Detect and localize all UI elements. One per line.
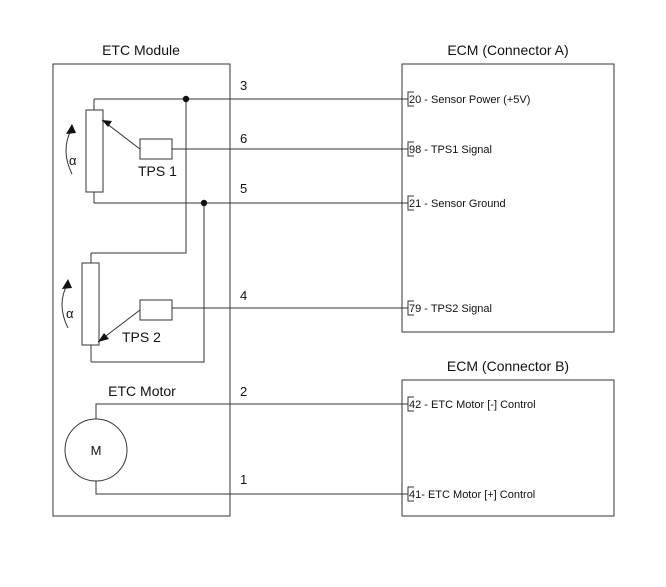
tps1-label: TPS 1 [138, 163, 177, 179]
pin-bracket-79 [407, 300, 414, 316]
pin-bracket-42 [407, 396, 414, 412]
tps2-wiper-arrowhead [98, 333, 109, 342]
tps1-rotation-arrowhead [66, 124, 76, 134]
ecm-connector-a-box [401, 63, 615, 333]
wire-label-1: 1 [240, 472, 247, 487]
tps1-resistor [85, 109, 104, 193]
wire-label-3: 3 [240, 78, 247, 93]
tps1-sensor-box [139, 138, 173, 160]
tps1-angle-symbol: α [69, 153, 77, 168]
wire-label-6: 6 [240, 131, 247, 146]
pin-label-41: 41- ETC Motor [+] Control [409, 489, 535, 501]
pin-bracket-20 [407, 91, 414, 107]
etc-module-box [52, 63, 231, 517]
wire-label-5: 5 [240, 181, 247, 196]
wire-label-2: 2 [240, 384, 247, 399]
tps2-sensor-box [139, 299, 173, 321]
pin-bracket-21 [407, 195, 414, 211]
pin-label-98: 98 - TPS1 Signal [409, 144, 492, 156]
tps1-wiper-arrowhead [102, 120, 112, 127]
pin-bracket-41 [407, 486, 414, 502]
etc-motor-title: ETC Motor [108, 383, 176, 399]
pin-label-79: 79 - TPS2 Signal [409, 303, 492, 315]
pin-bracket-98 [407, 141, 414, 157]
etc-motor-symbol: M [91, 443, 102, 458]
pin-label-42: 42 - ETC Motor [-] Control [409, 399, 536, 411]
pin-label-20: 20 - Sensor Power (+5V) [409, 94, 530, 106]
wire-1-motor-positive [95, 481, 408, 495]
wire-2-motor-negative [95, 403, 408, 419]
tps2-resistor [81, 262, 100, 346]
wire-5-junction-dot [200, 199, 208, 207]
pin-label-21: 21 - Sensor Ground [409, 198, 506, 210]
wire-5-tps2-branch [91, 203, 205, 363]
ecm-connector-b-box [401, 379, 615, 517]
tps2-angle-symbol: α [66, 306, 74, 321]
tps2-rotation-arrowhead [62, 279, 72, 289]
ecm-connector-a-title: ECM (Connector A) [447, 42, 568, 58]
wire-3-tps2-branch [91, 99, 187, 254]
wire-3-junction-dot [182, 95, 190, 103]
ecm-connector-b-title: ECM (Connector B) [447, 358, 569, 374]
etc-module-title: ETC Module [102, 42, 180, 58]
wire-label-4: 4 [240, 288, 247, 303]
tps2-label: TPS 2 [122, 329, 161, 345]
